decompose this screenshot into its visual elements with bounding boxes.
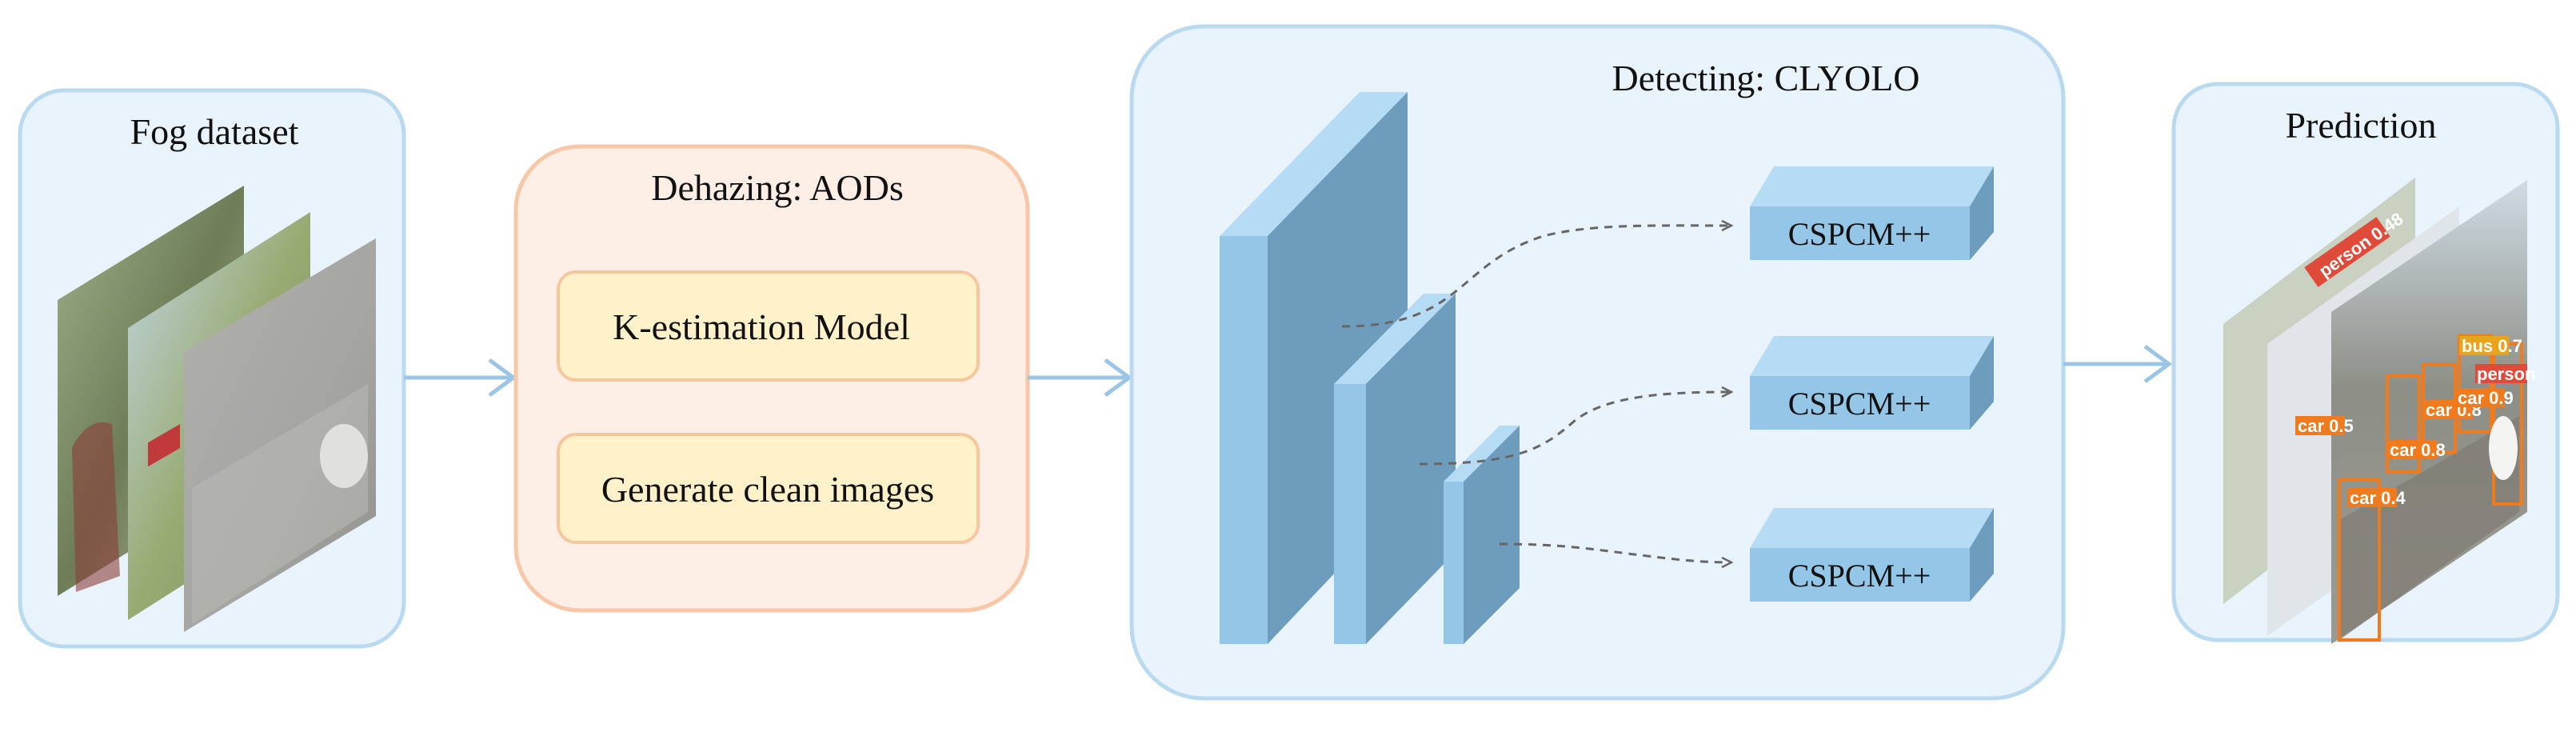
flow-arrow-3 xyxy=(2063,344,2173,384)
connector-3 xyxy=(1499,542,1731,562)
backbone-block-medium xyxy=(1334,294,1456,644)
prediction-panel: Prediction person 0.48 car 0.5 car 0.8 c… xyxy=(2171,82,2560,644)
detecting-panel: Detecting: CLYOLO CSPCM++ xyxy=(1129,24,2066,701)
detecting-title: Detecting: CLYOLO xyxy=(1611,58,1919,98)
prediction-title: Prediction xyxy=(2285,105,2436,146)
step-generate-clean-label: Generate clean images xyxy=(601,469,934,510)
cspcm-block-3-label: CSPCM++ xyxy=(1788,558,1931,594)
cspcm-block-2-label: CSPCM++ xyxy=(1788,386,1931,422)
step-k-estimation: K-estimation Model xyxy=(557,270,980,382)
fog-dataset-panel: Fog dataset xyxy=(18,88,406,649)
dehazing-title: Dehazing: AODs xyxy=(651,167,904,208)
cspcm-block-2: CSPCM++ xyxy=(1750,336,1994,430)
dehazing-panel: Dehazing: AODs K-estimation Model Genera… xyxy=(513,144,1030,613)
cspcm-block-1-label: CSPCM++ xyxy=(1788,216,1931,252)
fog-dataset-title: Fog dataset xyxy=(130,111,299,152)
detection-tag-bus: bus 0.7 xyxy=(2462,336,2522,356)
connector-1 xyxy=(1341,226,1731,328)
backbone-block-small xyxy=(1444,426,1520,644)
detection-tag-2: car 0.8 xyxy=(2390,440,2446,460)
detection-tag-5: car 0.9 xyxy=(2458,388,2514,408)
detection-tag-4: car 0.4 xyxy=(2350,488,2406,508)
flow-arrow-2 xyxy=(1028,358,1133,398)
detection-tag-person: person xyxy=(2477,364,2535,384)
step-k-estimation-label: K-estimation Model xyxy=(613,306,910,347)
prediction-image-stack: person 0.48 car 0.5 car 0.8 car 0.8 car … xyxy=(2223,178,2535,644)
step-generate-clean: Generate clean images xyxy=(557,433,980,544)
cspcm-block-3: CSPCM++ xyxy=(1750,508,1994,602)
fog-image-stack xyxy=(58,186,376,632)
detection-tag-1: car 0.5 xyxy=(2298,416,2354,436)
flow-arrow-1 xyxy=(404,358,517,398)
connector-2 xyxy=(1419,392,1731,466)
cspcm-block-1: CSPCM++ xyxy=(1750,166,1994,260)
